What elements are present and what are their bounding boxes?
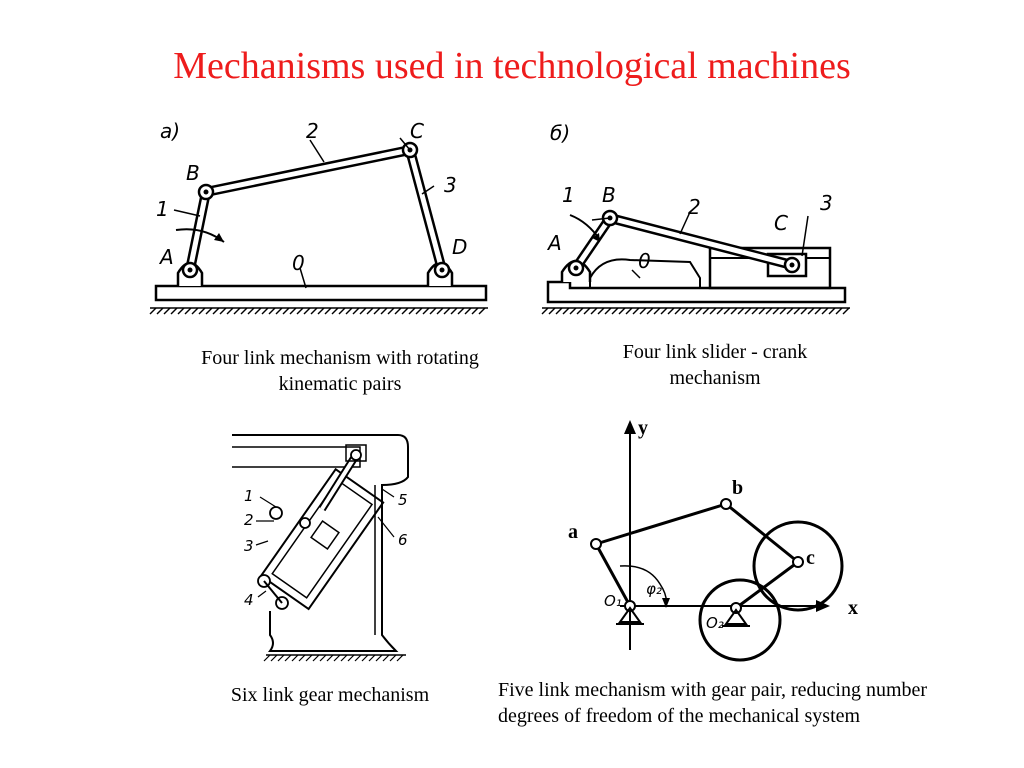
label-6: 6 <box>398 531 408 549</box>
label-C: C <box>410 119 424 143</box>
label-1: 1 <box>156 197 169 221</box>
label-4: 4 <box>244 591 254 609</box>
caption-five-link: Five link mechanism with gear pair, redu… <box>498 679 928 727</box>
caption-slider-crank: Four link slider - crank mechanism <box>622 341 808 389</box>
point-b-label: b <box>732 477 743 499</box>
label-0: 0 <box>292 251 305 275</box>
caption-four-link: Four link mechanism with rotating kinema… <box>201 347 479 395</box>
label-B: B <box>602 183 616 207</box>
label-2: 2 <box>688 195 701 219</box>
point-a-label: a <box>568 521 578 543</box>
point-O1-label: O₁ <box>604 592 622 610</box>
axis-y-label: y <box>638 417 648 439</box>
label-2: 2 <box>244 511 254 529</box>
caption-six-link: Six link gear mechanism <box>230 684 430 706</box>
axis-x-label: x <box>848 597 858 619</box>
label-D: D <box>452 235 467 259</box>
label-A: A <box>546 231 562 255</box>
tag-a: а) <box>160 119 180 143</box>
label-3: 3 <box>820 191 833 215</box>
label-B: B <box>186 161 200 185</box>
five-link-gear-diagram: y x a b c O₁ O₂ φ₂ <box>568 417 858 662</box>
label-3: 3 <box>244 537 254 555</box>
four-link-diagram: а) A B C D 1 2 3 0 <box>149 119 488 315</box>
label-2: 2 <box>306 119 319 143</box>
label-5: 5 <box>398 491 408 509</box>
label-0: 0 <box>638 249 651 273</box>
label-C: C <box>774 211 788 235</box>
point-O2-label: O₂ <box>706 614 724 632</box>
label-A: A <box>158 245 174 269</box>
label-1: 1 <box>244 487 254 505</box>
angle-phi2-label: φ₂ <box>646 580 662 598</box>
label-3: 3 <box>444 173 457 197</box>
page-title: Mechanisms used in technological machine… <box>173 45 851 87</box>
point-c-label: c <box>806 547 815 569</box>
six-link-diagram: 1 2 3 4 5 6 <box>232 434 409 662</box>
tag-b: б) <box>550 121 570 145</box>
slider-crank-diagram: б) A B C 1 2 3 0 <box>541 121 850 315</box>
label-1: 1 <box>562 183 575 207</box>
